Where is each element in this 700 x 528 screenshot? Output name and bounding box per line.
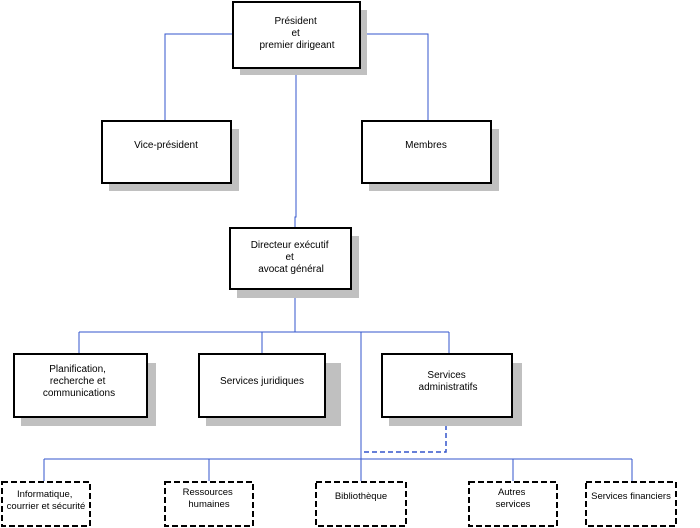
label-planning-1: Planification, <box>49 364 106 375</box>
svg-text:Bibliothèque: Bibliothèque <box>335 491 387 502</box>
box-executive-director-frame <box>229 227 352 290</box>
box-planning-frame <box>13 353 148 418</box>
label-planning-2: recherche et <box>50 376 106 387</box>
connector-president-members <box>360 33 429 120</box>
label-financial-services: Services financiers <box>591 491 671 502</box>
svg-text:Services juridiques: Services juridiques <box>220 376 304 387</box>
box-hr-frame <box>164 481 254 527</box>
box-library-frame <box>315 481 407 527</box>
label-planning-3: communications <box>43 388 115 399</box>
box-president: Président et premier dirigeant <box>232 1 367 75</box>
svg-text:Services financiers: Services financiers <box>591 491 671 502</box>
svg-text:Informatique, courrier e: Informatique, courrier et sécurité <box>7 489 86 512</box>
label-members: Membres <box>405 140 447 151</box>
box-legal-services-frame <box>198 353 326 418</box>
svg-text:Autres services: Autres services <box>496 487 531 510</box>
box-executive-director: Directeur exécutif et avocat général <box>229 227 359 298</box>
label-library: Bibliothèque <box>335 491 387 502</box>
label-legal-services: Services juridiques <box>220 376 304 387</box>
box-members-frame <box>361 120 492 184</box>
svg-text:Planification, recherche: Planification, recherche et communicatio… <box>43 364 115 399</box>
label-president-1: Président <box>274 16 316 27</box>
box-admin-services: Services administratifs <box>381 353 522 426</box>
svg-text:Services administratifs: Services administratifs <box>419 370 478 393</box>
svg-text:Ressources humaines: Ressources humaines <box>183 487 236 510</box>
box-it-frame <box>1 481 91 527</box>
box-admin-services-frame <box>381 353 513 418</box>
box-other-services: Autres services <box>468 481 558 527</box>
svg-text:Président et premi: Président et premier dirigeant <box>259 16 334 51</box>
box-vice-president: Vice-président <box>101 120 239 191</box>
connector-lines <box>43 33 633 481</box>
label-executive-3: avocat général <box>258 264 324 275</box>
label-it-2: courrier et sécurité <box>7 501 86 512</box>
svg-text:Directeur exécutif et: Directeur exécutif et avocat général <box>251 240 332 275</box>
box-financial-services: Services financiers <box>585 481 677 527</box>
label-president-3: premier dirigeant <box>259 40 334 51</box>
box-financial-services-frame <box>585 481 677 527</box>
label-vice-president: Vice-président <box>134 140 198 151</box>
box-vice-president-frame <box>101 120 232 184</box>
label-admin-2: administratifs <box>419 382 478 393</box>
box-planning: Planification, recherche et communicatio… <box>13 353 156 426</box>
label-other-2: services <box>496 499 531 510</box>
connector-admin-dashed <box>364 417 447 453</box>
connector-president-vice <box>164 33 233 120</box>
box-other-services-frame <box>468 481 558 527</box>
label-executive-1: Directeur exécutif <box>251 240 329 251</box>
label-hr-2: humaines <box>188 499 229 510</box>
box-president-frame <box>232 1 361 69</box>
box-library: Bibliothèque <box>315 481 407 527</box>
svg-text:Membres: Membres <box>405 140 447 151</box>
box-legal-services: Services juridiques <box>198 353 341 426</box>
connector-president-executive <box>294 67 297 227</box>
svg-text:Vice-président: Vice-président <box>134 140 198 151</box>
box-it: Informatique, courrier et sécurité <box>1 481 91 527</box>
label-admin-1: Services <box>427 370 465 381</box>
box-hr: Ressources humaines <box>164 481 254 527</box>
label-executive-2: et <box>285 252 294 263</box>
label-it-1: Informatique, <box>17 489 72 500</box>
label-hr-1: Ressources <box>183 487 233 498</box>
label-other-1: Autres <box>498 487 526 498</box>
box-members: Membres <box>361 120 499 191</box>
label-president-2: et <box>291 28 300 39</box>
